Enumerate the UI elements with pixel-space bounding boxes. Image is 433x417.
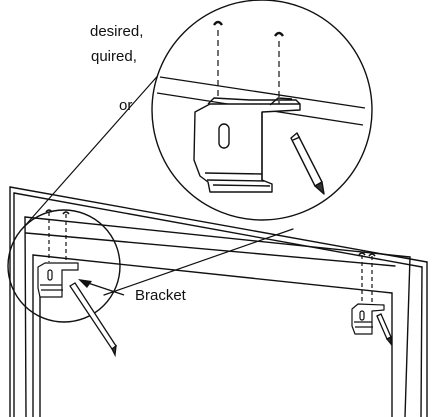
- instruction-fragment-3: or: [119, 97, 133, 114]
- instruction-fragment-1: desired,: [90, 23, 144, 40]
- bracket-small-left: [37, 209, 79, 298]
- window-frame: [9, 186, 428, 417]
- detail-circle-small: [7, 209, 121, 323]
- bracket-icon: [193, 97, 301, 193]
- bracket-small-right: [351, 252, 385, 335]
- screw-icon: [213, 20, 284, 37]
- callout-line-bottom: [103, 228, 294, 296]
- pencil-icon: [290, 132, 325, 195]
- pencil-small-right: [376, 313, 392, 346]
- bracket-callout-arrow: [78, 279, 125, 296]
- detail-circle-large: [151, 0, 373, 221]
- bracket-label: Bracket: [135, 287, 186, 304]
- instruction-fragment-2: quired,: [91, 48, 137, 65]
- pencil-small-left: [69, 282, 117, 358]
